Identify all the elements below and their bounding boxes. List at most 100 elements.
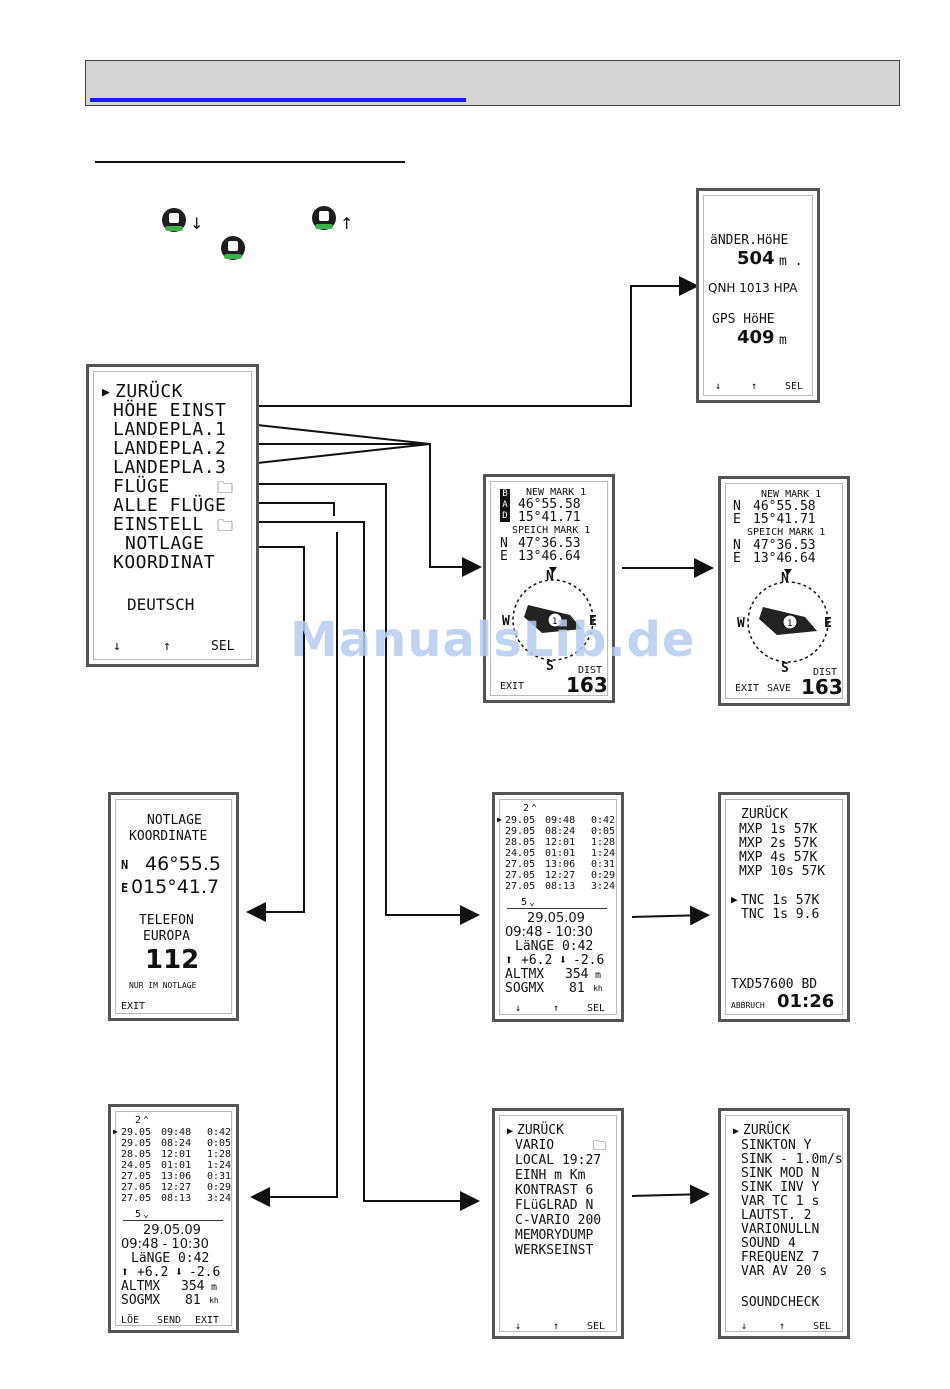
softkey-down[interactable]: ↓ [741,1321,748,1332]
wire-settings [248,521,480,1211]
soundcheck-item[interactable]: SOUNDCHECK [741,1295,820,1310]
softkey-up[interactable]: ↑ [553,1003,560,1014]
softkey-exit[interactable]: EXIT [735,683,760,694]
vario-item[interactable]: VARIONULLN [741,1222,820,1237]
vario-item[interactable]: SINKTON Y [741,1138,812,1153]
flight-length: LäNGE 0:42 [131,1251,210,1266]
lat-prefix: N [733,538,741,553]
page-up-count: 2 [135,1115,142,1126]
settings-item-wingradius[interactable]: FLüGLRAD N [515,1198,594,1213]
max-sink: -2.6 [573,953,605,968]
menu-item-zurueck[interactable]: ZURÜCK [115,381,184,402]
svg-text:1: 1 [552,617,557,627]
climb-icon: ⬆ [121,1265,129,1280]
transfer-item[interactable]: MXP 2s 57K [739,836,818,851]
sink-icon: ⬇ [559,953,567,968]
flight-start-cell: 12:27 [161,1182,192,1193]
settings-item-back[interactable]: ZURÜCK [517,1123,564,1138]
softkey-sel[interactable]: SEL [785,381,804,392]
flight-date-cell: 29.05 [121,1138,152,1149]
softkey-sel[interactable]: SEL [211,639,235,654]
settings-item-local[interactable]: LOCAL 19:27 [515,1153,602,1168]
compass-rose: 1 [747,569,829,663]
softkey-delete[interactable]: LÖE [121,1315,140,1326]
sogmx-unit: kh [593,984,603,993]
softkey-send[interactable]: SEND [157,1315,182,1326]
wire-allflights [250,532,338,1207]
menu-item-fluege[interactable]: FLÜGE [113,476,170,497]
menu-item-notlage[interactable]: NOTLAGE [125,533,205,554]
transfer-item-back[interactable]: ZURÜCK [741,807,788,822]
menu-item-einstell[interactable]: EINSTELL [113,514,204,535]
button-icon [162,208,186,232]
softkey-abort[interactable]: ABBRUCH [731,1001,765,1010]
softkey-up[interactable]: ↑ [553,1321,560,1332]
softkey-up[interactable]: ↑ [751,381,758,392]
softkey-exit[interactable]: EXIT [500,681,525,692]
menu-item-landepla-2[interactable]: LANDEPLA.2 [113,438,227,459]
max-sink: -2.6 [189,1265,221,1280]
vario-item[interactable]: VAR AV 20 s [741,1264,828,1279]
flight-duration-cell: 1:24 [591,848,616,859]
region-label: EUROPA [143,929,190,944]
menu-item-hoehe-einst[interactable]: HÖHE EINST [113,400,227,421]
transfer-item[interactable]: MXP 10s 57K [739,864,826,879]
settings-item-vario[interactable]: VARIO [515,1138,555,1153]
vario-item[interactable]: FREQUENZ 7 [741,1250,820,1265]
landing-place-screen: B A D NEW MARK 1 46°55.58 15°41.71 SPEIC… [483,474,615,703]
vario-item[interactable]: SINK - 1.0m/s [741,1152,843,1167]
vario-item[interactable]: SINK MOD N [741,1166,820,1181]
menu-item-landepla-3[interactable]: LANDEPLA.3 [113,457,227,478]
softkey-down[interactable]: ↓ [515,1321,522,1332]
flight-start-cell: 12:01 [161,1149,192,1160]
softkey-sel[interactable]: SEL [587,1003,606,1014]
page-up-icon: ⌃ [531,803,538,814]
softkey-sel[interactable]: SEL [587,1321,606,1332]
flight-date-cell: 29.05 [505,815,536,826]
softkey-exit[interactable]: EXIT [195,1315,220,1326]
softkey-down[interactable]: ↓ [515,1003,522,1014]
flight-time: 09:48 - 10:30 [121,1237,209,1252]
transfer-item[interactable]: TNC 1s 9.6 [741,907,820,922]
page-up-count: 2 [523,803,530,814]
menu-item-landepla-1[interactable]: LANDEPLA.1 [113,419,227,440]
menu-item-koordinat[interactable]: KOORDINAT [113,552,216,573]
softkey-save[interactable]: SAVE [767,683,792,694]
settings-item-factory[interactable]: WERKSEINST [515,1243,594,1258]
vario-item[interactable]: VAR TC 1 s [741,1194,820,1209]
vario-item[interactable]: LAUTST. 2 [741,1208,812,1223]
menu-item-alle-fluege[interactable]: ALLE FLÜGE [113,495,227,516]
softkey-down[interactable]: ↓ [113,639,121,654]
flight-length: LäNGE 0:42 [515,939,594,954]
emergency-note: NUR IM NOTLAGE [129,981,197,990]
transfer-item[interactable]: MXP 4s 57K [739,850,818,865]
softkey-up[interactable]: ↑ [779,1321,786,1332]
softkey-sel[interactable]: SEL [813,1321,832,1332]
compass-west: W [737,616,745,631]
vario-item[interactable]: SOUND 4 [741,1236,796,1251]
softkey-down[interactable]: ↓ [715,381,722,392]
header-link[interactable] [90,98,466,102]
flight-date-cell: 28.05 [121,1149,152,1160]
vario-item-back[interactable]: ZURÜCK [743,1123,790,1138]
transfer-item[interactable]: MXP 1s 57K [739,822,818,837]
compass-north: N [546,569,554,584]
altmx-value: 354 [565,967,589,982]
gps-altitude-value: 409 [737,327,775,348]
altmx-label: ALTMX [505,967,545,982]
transfer-item[interactable]: TNC 1s 57K [741,893,820,908]
compass-south: S [546,659,554,674]
softkey-up[interactable]: ↑ [163,639,171,654]
altmx-label: ALTMX [121,1279,161,1294]
settings-item-memorydump[interactable]: MEMORYDUMP [515,1228,594,1243]
settings-item-cvario[interactable]: C-VARIO 200 [515,1213,602,1228]
softkey-exit[interactable]: EXIT [121,1001,146,1012]
vario-item[interactable]: SINK INV Y [741,1180,820,1195]
settings-item-units[interactable]: EINH m Km [515,1168,586,1183]
settings-item-contrast[interactable]: KONTRAST 6 [515,1183,594,1198]
sogmx-label: SOGMX [121,1293,161,1308]
vario-screen: ▶ ZURÜCK SINKTON Y SINK - 1.0m/s SINK MO… [718,1108,850,1339]
flight-date-cell: 27.05 [121,1182,152,1193]
